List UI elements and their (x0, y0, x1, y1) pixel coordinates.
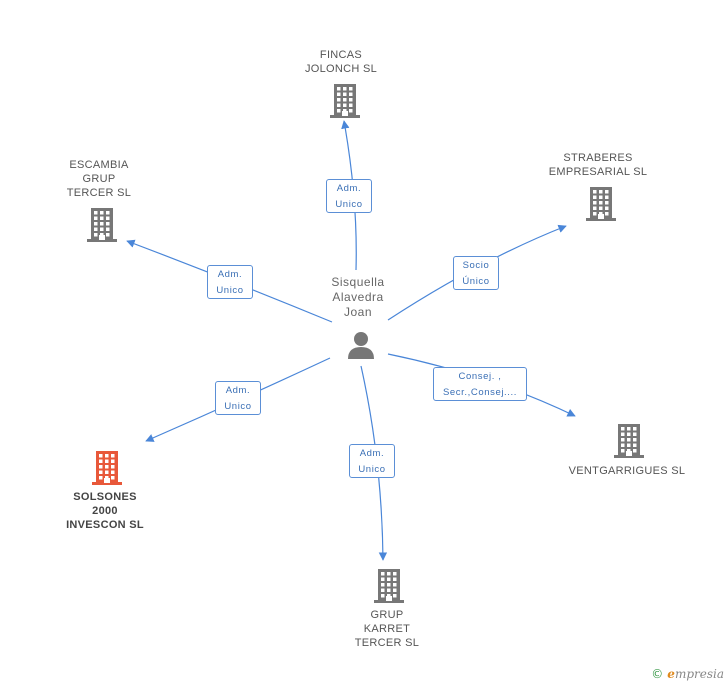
brand-initial: e (667, 667, 675, 681)
building-icon[interactable] (91, 451, 123, 485)
edge-label-solsones: Adm. Unico (215, 381, 261, 415)
edge-label-line: Adm. (359, 448, 385, 459)
edge-label-fincas: Adm. Unico (326, 179, 372, 213)
edge-label-ventgarrigues: Consej. , Secr.,Consej.... (433, 367, 527, 401)
node-label-line: TERCER SL (66, 187, 132, 199)
edge-label-line: Adm. (225, 385, 251, 396)
edge-label-line: Unico (335, 199, 363, 210)
edge-label-line: Socio (462, 260, 490, 271)
node-label-line: VENTGARRIGUES SL (568, 465, 686, 477)
node-label-line: JOLONCH SL (304, 63, 378, 75)
center-name-line: Alavedra (332, 290, 384, 304)
node-label-straberes[interactable]: STRABERES EMPRESARIAL SL (538, 151, 658, 179)
edge-label-escambia: Adm. Unico (207, 265, 253, 299)
edge-label-line: Único (462, 276, 490, 287)
edge-label-line: Unico (216, 285, 244, 296)
node-label-line: GRUP (370, 609, 404, 621)
node-label-karret[interactable]: GRUP KARRET TERCER SL (327, 608, 447, 650)
brand-text: mpresia (674, 667, 724, 681)
node-label-line: TERCER SL (354, 637, 420, 649)
building-icon[interactable] (585, 187, 617, 221)
node-label-line: 2000 (92, 505, 118, 517)
edge-label-line: Adm. (217, 269, 243, 280)
copyright-icon: © (651, 667, 664, 681)
node-label-line: STRABERES (563, 152, 633, 164)
node-label-line: SOLSONES (73, 491, 137, 503)
node-label-line: KARRET (363, 623, 411, 635)
edge-label-karret: Adm. Unico (349, 444, 395, 478)
person-icon[interactable] (346, 330, 376, 360)
node-label-line: GRUP (82, 173, 116, 185)
node-label-line: EMPRESARIAL SL (548, 166, 648, 178)
node-label-line: INVESCON SL (66, 519, 144, 531)
edge-label-line: Consej. , (458, 371, 502, 382)
center-name-line: Joan (343, 305, 373, 319)
brand-logo: ©empresia (651, 667, 724, 681)
edge-label-line: Secr.,Consej.... (442, 387, 518, 398)
node-label-solsones[interactable]: SOLSONES 2000 INVESCON SL (45, 490, 165, 532)
node-label-line: ESCAMBIA (69, 159, 129, 171)
node-label-fincas[interactable]: FINCAS JOLONCH SL (281, 48, 401, 76)
node-label-line: FINCAS (319, 49, 363, 61)
center-person-label[interactable]: Sisquella Alavedra Joan (310, 275, 406, 320)
building-icon[interactable] (86, 208, 118, 242)
center-name-line: Sisquella (331, 275, 385, 289)
building-icon[interactable] (329, 84, 361, 118)
building-icon[interactable] (373, 569, 405, 603)
edge-label-line: Adm. (336, 183, 362, 194)
node-label-ventgarrigues[interactable]: VENTGARRIGUES SL (557, 464, 697, 478)
node-label-escambia[interactable]: ESCAMBIA GRUP TERCER SL (39, 158, 159, 200)
building-icon[interactable] (613, 424, 645, 458)
edge-label-line: Unico (224, 401, 252, 412)
edge-label-line: Unico (358, 464, 386, 475)
edge-label-straberes: Socio Único (453, 256, 499, 290)
